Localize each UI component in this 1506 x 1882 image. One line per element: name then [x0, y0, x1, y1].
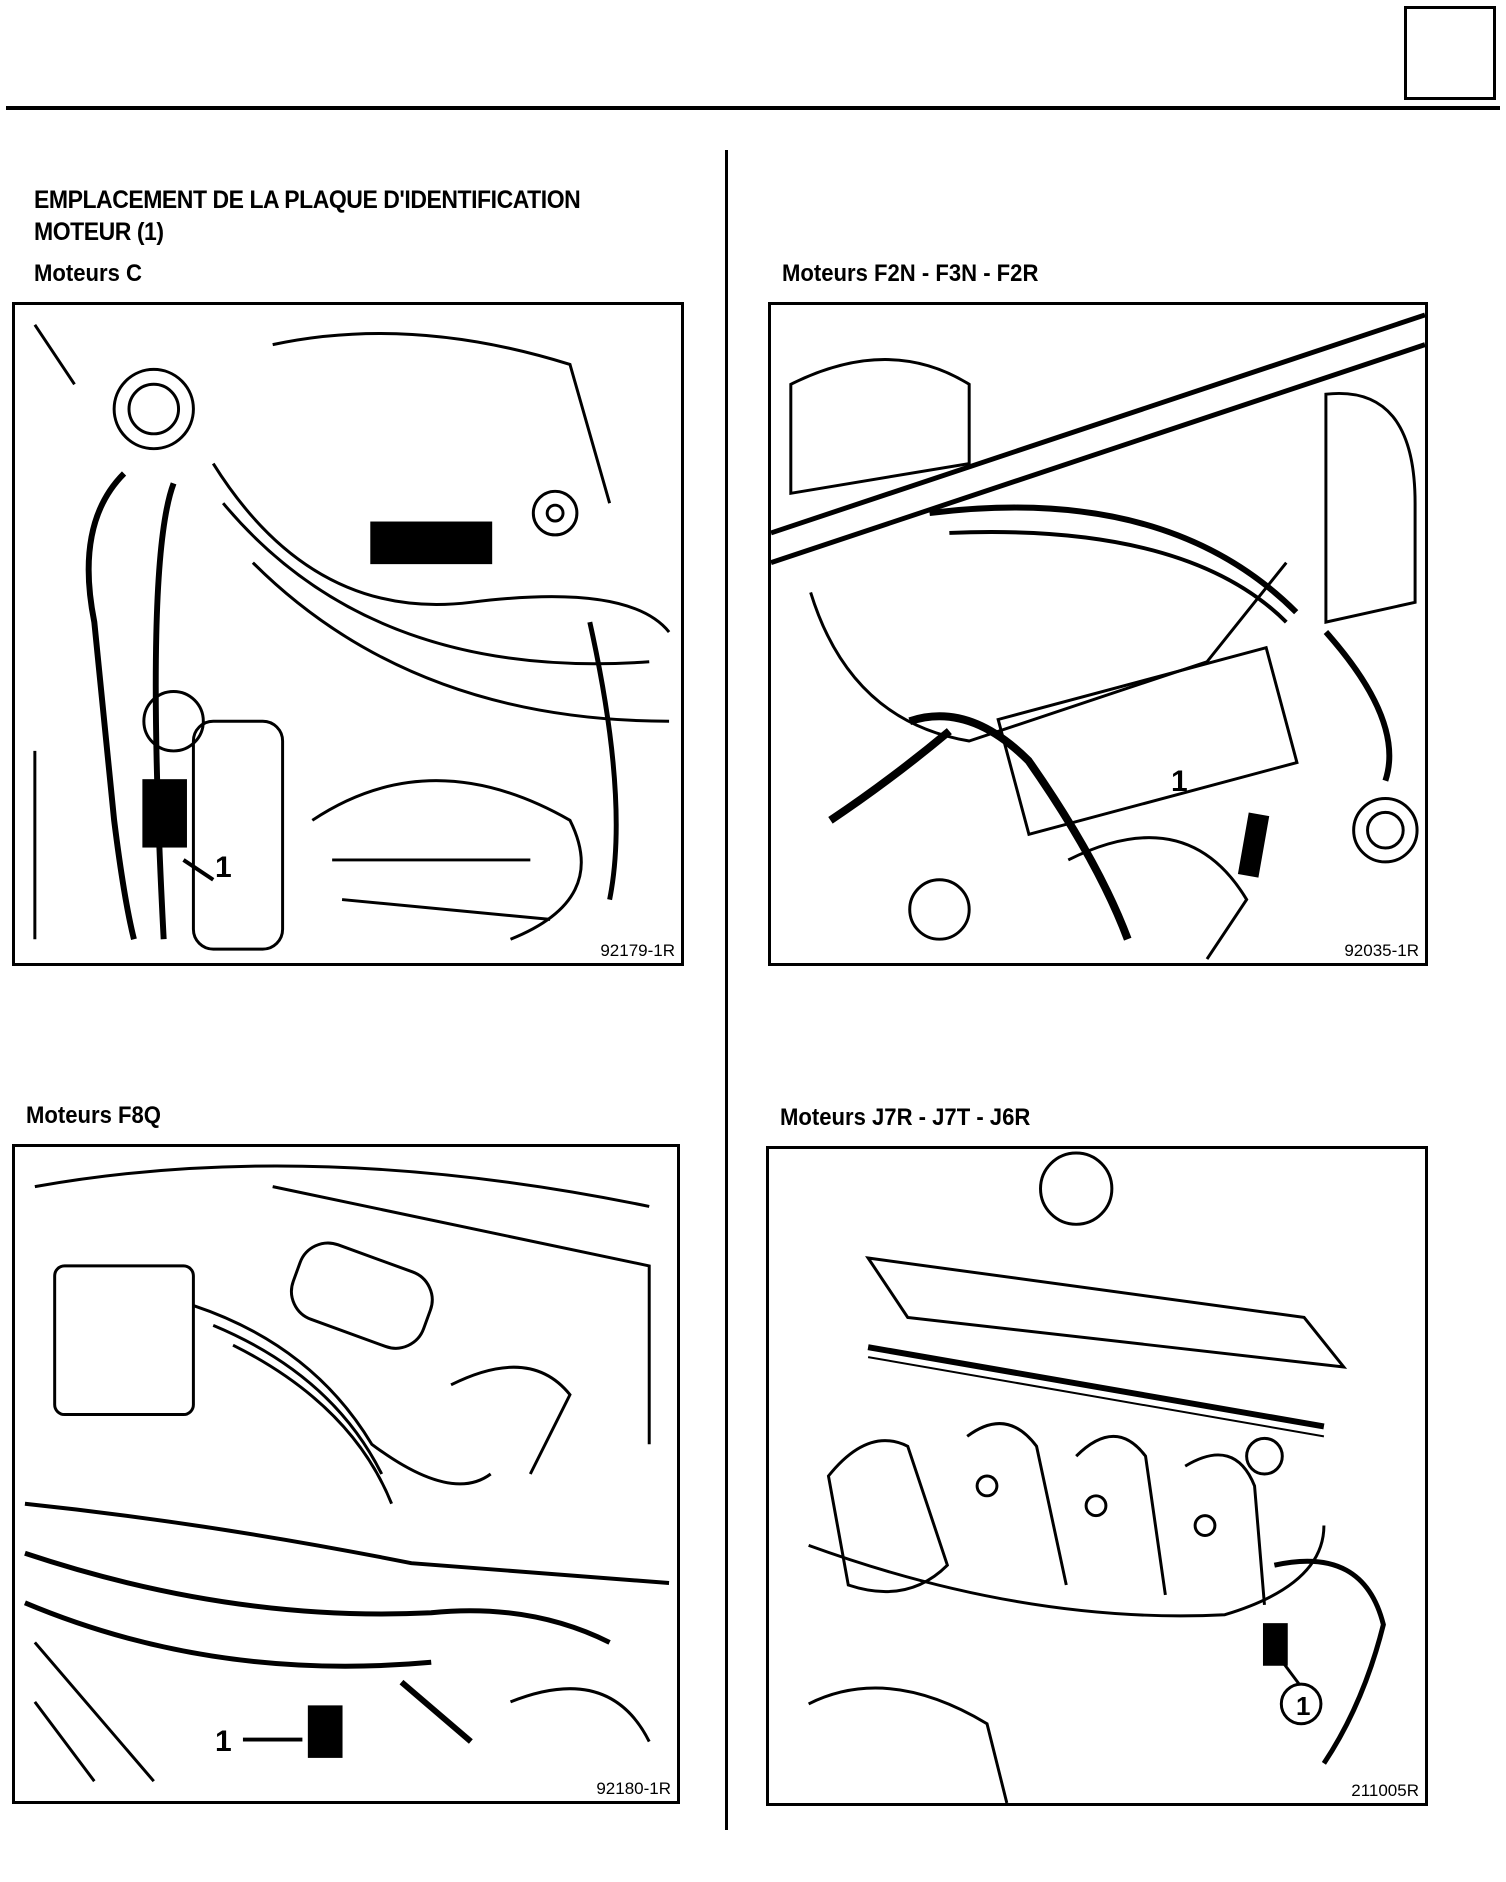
column-divider [725, 150, 728, 1830]
figure-reference: 92035-1R [1342, 941, 1421, 961]
figure-reference: 211005R [1349, 1781, 1421, 1801]
callout-number: 1 [1296, 1691, 1311, 1721]
figure-engine-c: 1 92179-1R [12, 302, 684, 966]
engine-illustration [33, 323, 671, 951]
engine-illustration [23, 1164, 670, 1783]
figure-label-c: Moteurs C [34, 260, 142, 287]
callout-number: 1 [215, 851, 232, 884]
figure-label-f8q: Moteurs F8Q [26, 1102, 161, 1129]
page-number-box [1404, 6, 1496, 100]
engine-illustration [807, 1151, 1386, 1803]
section-heading: EMPLACEMENT DE LA PLAQUE D'IDENTIFICATIO… [34, 184, 581, 248]
heading-line-2: MOTEUR (1) [34, 218, 164, 246]
figure-label-f2n: Moteurs F2N - F3N - F2R [782, 260, 1039, 287]
figure-label-j7r: Moteurs J7R - J7T - J6R [780, 1104, 1031, 1131]
callout-number: 1 [1171, 765, 1188, 798]
figure-reference: 92179-1R [598, 941, 677, 961]
header-rule [6, 106, 1500, 110]
heading-line-1: EMPLACEMENT DE LA PLAQUE D'IDENTIFICATIO… [34, 186, 581, 214]
figure-engine-j7r: 1 211005R [766, 1146, 1428, 1806]
callout-number: 1 [215, 1725, 232, 1758]
figure-engine-f8q: 1 92180-1R [12, 1144, 680, 1804]
engine-illustration [771, 312, 1425, 960]
figure-reference: 92180-1R [594, 1779, 673, 1799]
figure-engine-f2n: 1 92035-1R [768, 302, 1428, 966]
